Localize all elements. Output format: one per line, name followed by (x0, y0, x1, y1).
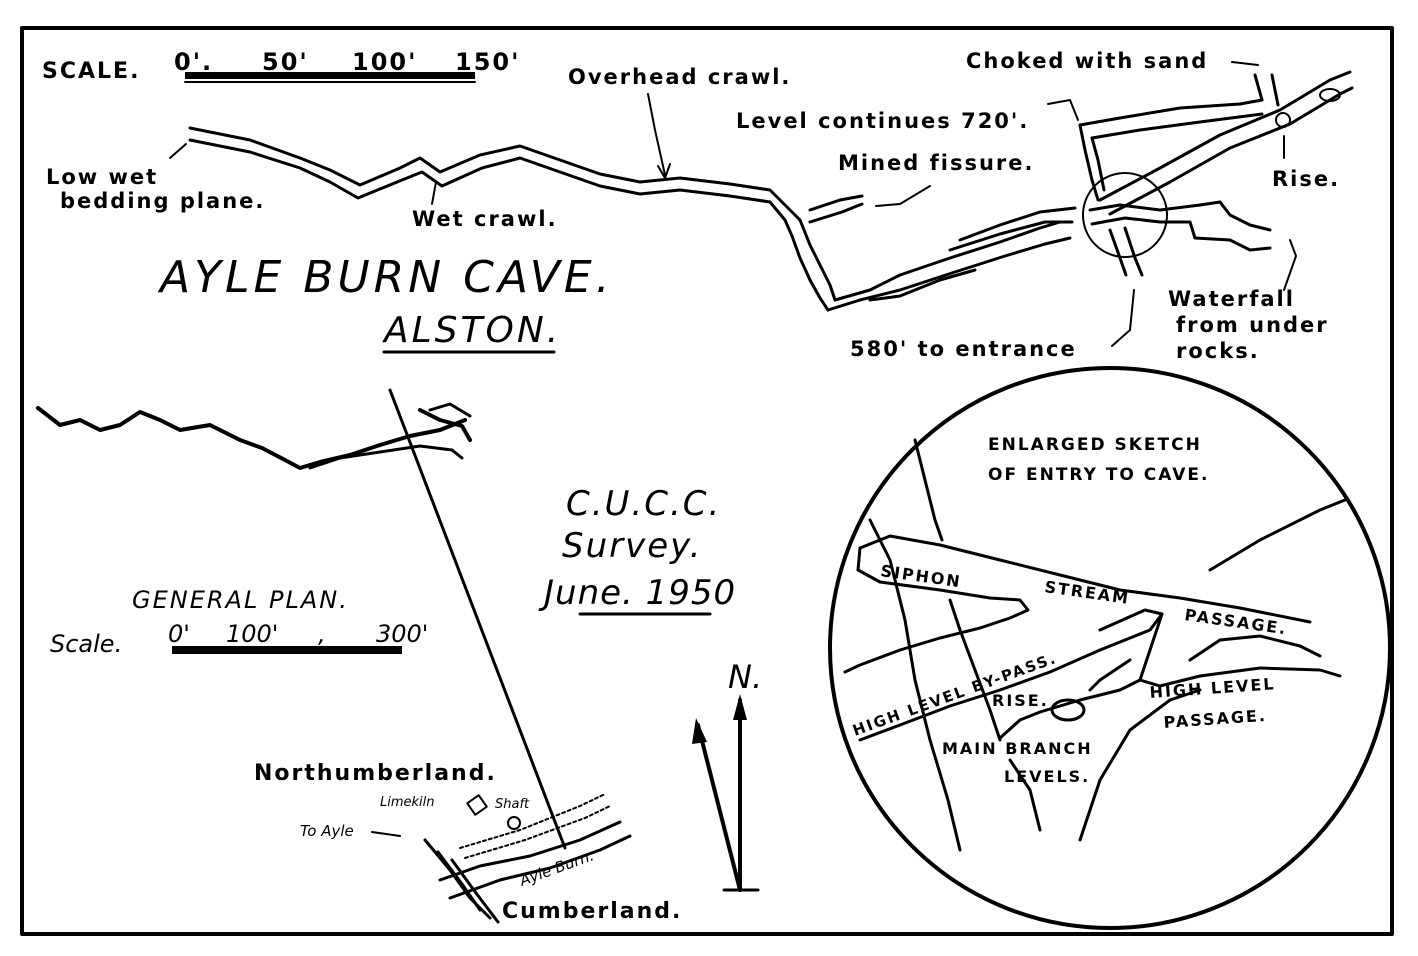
general-plan-passage (36, 406, 467, 470)
label-ayle-burn: Ayle Burn. (516, 846, 596, 890)
scale-tick-100: 100' (352, 48, 417, 76)
label-rise: Rise. (1272, 167, 1340, 191)
rise-chamber (1275, 112, 1291, 128)
map-border (20, 26, 1394, 936)
label-wet-crawl: Wet crawl. (412, 207, 558, 231)
north-arrow: N. (692, 658, 762, 892)
inset-rise (1050, 698, 1086, 722)
general-plan-tick-0: 0' (168, 620, 190, 648)
general-plan-scale-label: Scale. (50, 630, 122, 658)
label-shaft: Shaft (495, 797, 530, 812)
survey-label: Survey. (562, 526, 702, 566)
plan-survey-line (388, 388, 567, 850)
inset-main-branch: MAIN BRANCH (942, 739, 1093, 758)
label-cumberland: Cumberland. (502, 899, 682, 924)
inset-high-level: HIGH LEVEL (1149, 674, 1276, 702)
label-waterfall: Waterfall (1168, 287, 1295, 311)
general-plan-tick-300: 300' (376, 620, 428, 648)
terminal-chamber (1319, 88, 1341, 102)
label-bedding-plane: bedding plane. (60, 189, 265, 213)
ayle-burn-river (438, 820, 622, 882)
label-low-wet: Low wet (46, 165, 158, 189)
entry-junction-circle (1082, 172, 1168, 258)
label-overhead-crawl: Overhead crawl. (568, 65, 791, 89)
inset-rise-label: RISE. (992, 691, 1049, 710)
inset-high-level-passage: PASSAGE. (1163, 706, 1268, 732)
survey-club: C.U.C.C. (566, 484, 721, 524)
inset-title-2: OF ENTRY TO CAVE. (988, 465, 1209, 485)
scale-tick-0: 0'. (174, 48, 213, 76)
label-northumberland: Northumberland. (254, 761, 497, 786)
cave-passage (188, 70, 1354, 312)
label-mined-fissure: Mined fissure. (838, 151, 1035, 175)
label-to-ayle: To Ayle (300, 822, 354, 840)
general-plan-title: GENERAL PLAN. (132, 586, 349, 614)
scale-tick-150: 150' (455, 48, 520, 76)
cave-subtitle: ALSTON. (382, 310, 561, 351)
survey-date: June. 1950 (538, 573, 736, 613)
general-plan-tick-comma: , (318, 620, 326, 648)
general-plan: GENERAL PLAN. Scale. 0' 100' , 300' Nort… (36, 388, 682, 924)
label-from-under: from under (1176, 313, 1329, 337)
passage-annotations: Overhead crawl. Choked with sand Level c… (46, 49, 1340, 363)
limekiln-marker (466, 794, 488, 816)
inset-circle (828, 366, 1392, 930)
inset-enlarged-sketch: ENLARGED SKETCH OF ENTRY TO CAVE. SIPHON… (828, 366, 1392, 930)
scale-tick-50: 50' (262, 48, 309, 76)
general-plan-tick-100: 100' (226, 620, 278, 648)
label-level-continues: Level continues 720'. (736, 109, 1029, 133)
label-rocks: rocks. (1176, 339, 1260, 363)
label-choked-sand: Choked with sand (966, 49, 1208, 73)
inset-title-1: ENLARGED SKETCH (988, 435, 1202, 455)
label-to-entrance: 580' to entrance (850, 337, 1077, 361)
north-label: N. (728, 658, 762, 696)
label-limekiln: Limekiln (380, 795, 435, 810)
inset-passage: PASSAGE. (1183, 605, 1288, 638)
general-plan-scale-bar (172, 646, 402, 654)
scale-bar: SCALE. 0'. 50' 100' 150' (42, 48, 520, 84)
cave-title: AYLE BURN CAVE. (157, 252, 614, 303)
inset-levels: LEVELS. (1004, 767, 1090, 786)
shaft-marker (507, 816, 521, 830)
scale-label: SCALE. (42, 59, 140, 84)
scale-bar-solid (185, 72, 475, 79)
